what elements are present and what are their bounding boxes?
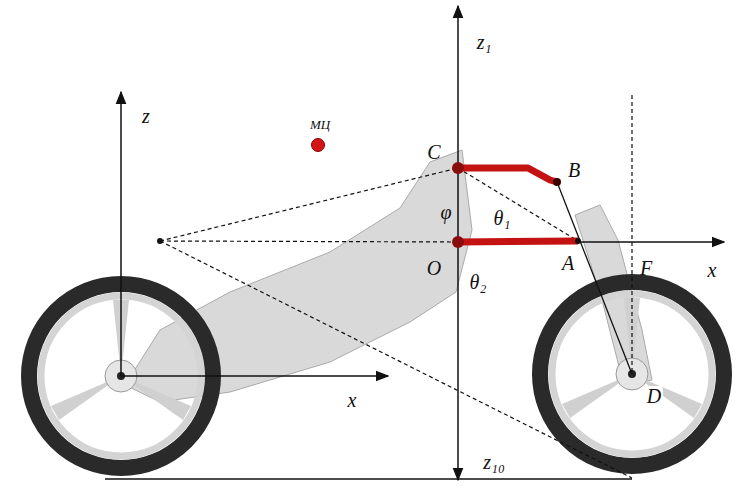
joint [575,238,581,244]
axis-label: z₁ [477,32,492,52]
point-label: D [645,386,663,406]
point-label: B [568,160,580,180]
point-label: O [427,258,441,278]
point-label: F [640,258,652,278]
axis-label: x [348,390,357,410]
frame-body [125,150,472,402]
axes [121,6,724,480]
axis-label: z₁₀ [483,452,505,472]
angle-label: φ [440,202,451,222]
point-label: C [427,142,440,162]
joint [553,178,561,186]
lower-link [458,241,578,242]
axis-label: z [142,106,150,126]
construction-lines [160,95,632,478]
angle-label: θ₁ [494,208,511,228]
joint [452,236,464,248]
pole-point [157,238,163,244]
angle-label: θ₂ [470,272,487,292]
upper-link [458,168,557,182]
point-label: A [562,253,574,273]
strut-line [557,182,632,374]
instant-center [312,139,325,152]
point-label: МЦ [310,118,330,131]
axis-label: x [708,260,717,280]
ground-line [105,478,632,480]
joint [452,162,464,174]
